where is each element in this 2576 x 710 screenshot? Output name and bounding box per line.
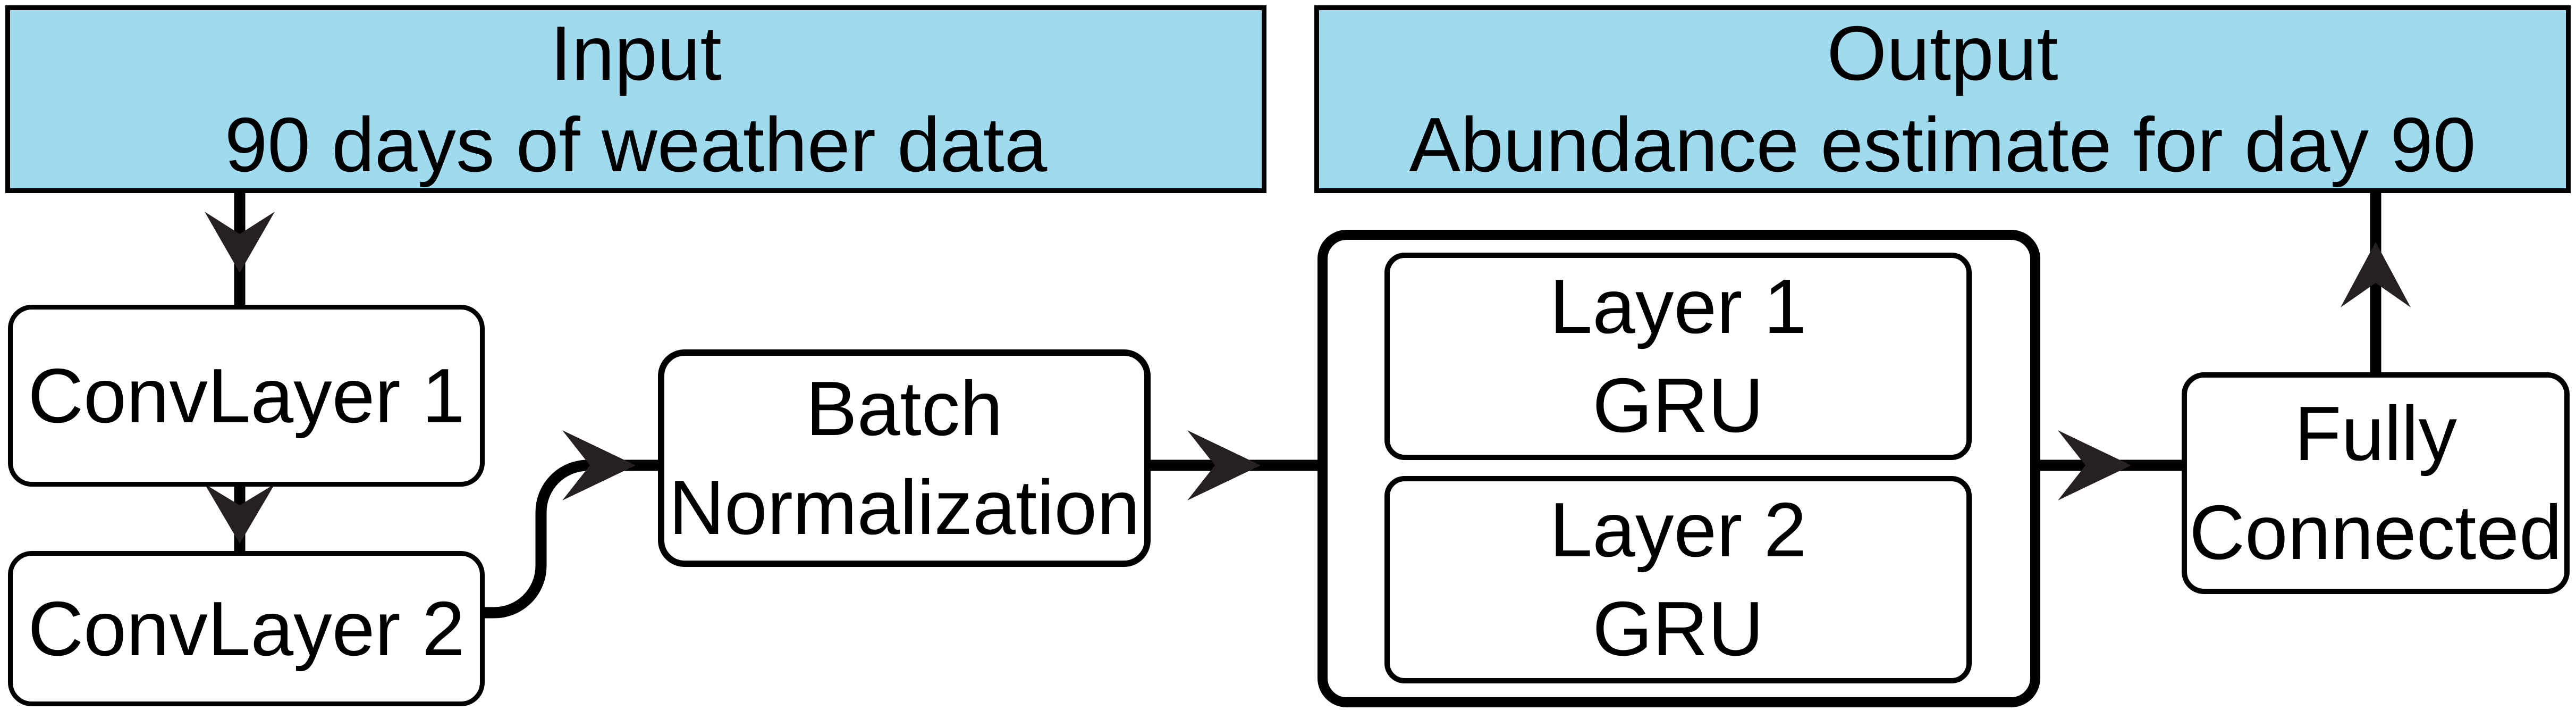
- output-node: Output Abundance estimate for day 90: [1314, 5, 2571, 193]
- output-subtitle: Abundance estimate for day 90: [1409, 101, 2476, 188]
- output-title: Output: [1827, 10, 2058, 97]
- convlayer1-node: ConvLayer 1: [8, 305, 485, 487]
- arrow-conv1-to-conv2: [205, 484, 275, 554]
- arrow-batchnorm-to-gru: [1148, 430, 1319, 500]
- gru-layer2-line1: Layer 2: [1549, 487, 1807, 573]
- convlayer2-node: ConvLayer 2: [8, 551, 485, 706]
- input-title: Input: [550, 10, 722, 97]
- batchnorm-line2: Normalization: [669, 464, 1140, 550]
- fullyconnected-node: Fully Connected: [2182, 372, 2570, 594]
- input-node: Input 90 days of weather data: [5, 5, 1266, 193]
- batchnorm-node: Batch Normalization: [658, 349, 1151, 567]
- input-subtitle: 90 days of weather data: [224, 101, 1048, 188]
- batchnorm-line1: Batch: [806, 365, 1003, 452]
- fullyconnected-line2: Connected: [2189, 489, 2562, 575]
- arrow-conv2-to-batchnorm: [483, 430, 659, 619]
- arrow-input-to-conv1: [205, 193, 275, 307]
- convlayer1-label: ConvLayer 1: [28, 352, 465, 439]
- gru-layer1-line1: Layer 1: [1549, 263, 1807, 350]
- fullyconnected-line1: Fully: [2294, 390, 2457, 477]
- gru-layer2-line2: GRU: [1592, 586, 1764, 672]
- gru-layer1-line2: GRU: [1592, 362, 1764, 448]
- gru-layer1-node: Layer 1 GRU: [1384, 253, 1972, 460]
- arrow-gru-to-fullyconnected: [2040, 430, 2183, 500]
- convlayer2-label: ConvLayer 2: [28, 585, 465, 672]
- gru-layer2-node: Layer 2 GRU: [1384, 476, 1972, 683]
- arrow-fullyconnected-to-output: [2341, 193, 2411, 372]
